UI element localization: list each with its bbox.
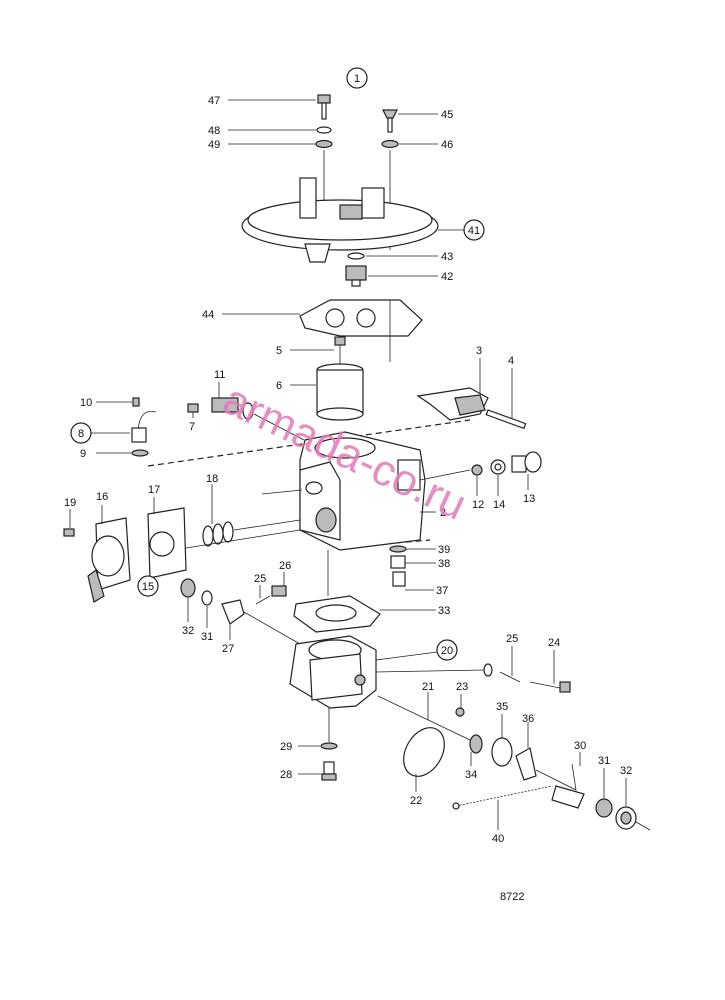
- assembly-callout-circle: [346, 67, 368, 89]
- choke-part-3: [416, 387, 527, 430]
- drawing-number: 8722: [500, 891, 524, 903]
- callout-20: 20: [441, 645, 453, 657]
- throttle-linkage: [469, 734, 537, 781]
- screw-28: [320, 742, 338, 781]
- callout-17: 17: [148, 484, 160, 496]
- linkage-left: [180, 578, 245, 625]
- callout-44: 44: [202, 309, 214, 321]
- callout-25-upper: 25: [254, 573, 266, 585]
- callout-26: 26: [279, 560, 291, 572]
- callout-37: 37: [436, 585, 448, 597]
- idle-screw-26: [255, 585, 287, 605]
- callout-11: 11: [214, 369, 225, 381]
- callout-45: 45: [441, 109, 453, 121]
- callout-3: 3: [476, 345, 482, 357]
- needle-valve-42: [345, 252, 367, 287]
- carburetor-body-2: [299, 431, 426, 551]
- screw-45: [381, 109, 399, 149]
- throttle-shaft-21: [377, 695, 471, 741]
- callout-18: 18: [206, 473, 218, 485]
- callout-13: 13: [523, 493, 535, 505]
- callout-48: 48: [208, 125, 220, 137]
- callout-8: 8: [78, 428, 84, 440]
- callout-2: 2: [440, 507, 446, 519]
- throttle-plate-22: [403, 727, 445, 777]
- callout-19: 19: [64, 497, 76, 509]
- accelerator-pump: [63, 507, 234, 603]
- callout-39: 39: [438, 544, 450, 556]
- assembly-callout: 1: [354, 73, 360, 85]
- callout-5: 5: [276, 345, 282, 357]
- callout-14: 14: [493, 499, 505, 511]
- callout-6: 6: [276, 380, 282, 392]
- callout-24: 24: [548, 637, 560, 649]
- callout-9: 9: [80, 448, 86, 460]
- callout-35: 35: [496, 701, 508, 713]
- callout-32-left: 32: [182, 625, 194, 637]
- callout-46: 46: [441, 139, 453, 151]
- banjo-fitting-13: [471, 451, 542, 476]
- callout-25-lower: 25: [506, 633, 518, 645]
- gasket-33: [293, 595, 381, 633]
- main-jet-38: [389, 545, 407, 587]
- callout-47: 47: [208, 95, 220, 107]
- callout-43: 43: [441, 251, 453, 263]
- callout-31-right: 31: [598, 755, 610, 767]
- throttle-lever-30: [535, 763, 651, 831]
- throttle-body-20: [289, 635, 377, 709]
- callout-42: 42: [441, 271, 453, 283]
- carburetor-cover-41: [241, 177, 439, 263]
- callout-16: 16: [96, 491, 108, 503]
- callout-29: 29: [280, 741, 292, 753]
- callout-4: 4: [508, 355, 514, 367]
- callout-34: 34: [465, 769, 477, 781]
- callout-30: 30: [574, 740, 586, 752]
- callout-27: 27: [222, 643, 234, 655]
- callout-7: 7: [189, 421, 195, 433]
- callout-49: 49: [208, 139, 220, 151]
- fuel-fitting-8: [131, 397, 157, 457]
- callout-12: 12: [472, 499, 484, 511]
- callout-28: 28: [280, 769, 292, 781]
- callout-36: 36: [522, 713, 534, 725]
- callout-15: 15: [142, 581, 154, 593]
- callout-41: 41: [468, 225, 480, 237]
- throttle-stop-screw-24: [483, 663, 571, 693]
- callout-31-left: 31: [201, 631, 213, 643]
- callout-33: 33: [438, 605, 450, 617]
- float-assembly: [316, 336, 364, 421]
- gasket-44: [299, 299, 423, 337]
- return-spring-40: [452, 785, 553, 810]
- callout-38: 38: [438, 558, 450, 570]
- callout-23: 23: [456, 681, 468, 693]
- screw-47: [315, 94, 333, 149]
- callout-32-right: 32: [620, 765, 632, 777]
- callout-21: 21: [422, 681, 434, 693]
- callout-40: 40: [492, 833, 504, 845]
- callout-22: 22: [410, 795, 422, 807]
- callout-10: 10: [80, 397, 92, 409]
